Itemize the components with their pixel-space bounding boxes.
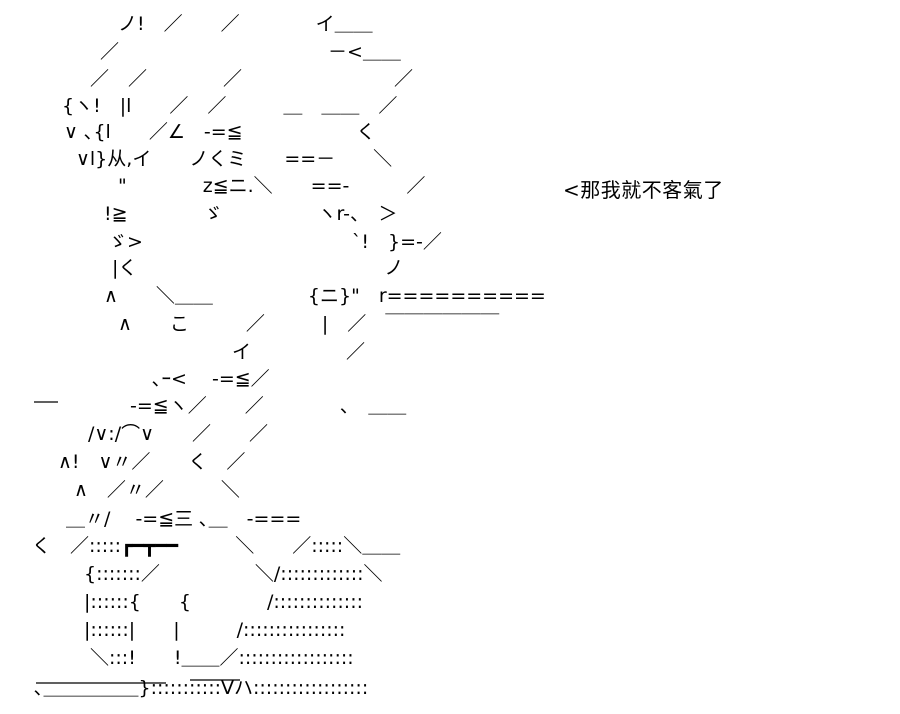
- art-line: |::::::| | /::::::::::::::::: [84, 619, 345, 641]
- art-line: |::::::{ { /::::::::::::::: [84, 591, 363, 613]
- art-line: {:::::::／ ＼/:::::::::::::＼: [84, 563, 383, 585]
- art-line: ノ! ／ ／ イ＿＿: [118, 13, 373, 35]
- art-line: ∧ ／〃／ ＼: [74, 479, 240, 501]
- art-line: ∧ こ ／ | ／ ￣￣￣￣￣￣: [118, 313, 499, 335]
- art-line: -=≦ヽ／ ／ 、 ＿＿: [130, 395, 406, 417]
- art-line: ＼:::! !＿＿／::::::::::::::::::: [90, 647, 354, 669]
- art-line: ∨l}从,イ ノくミ ==－ ＼: [76, 148, 392, 170]
- art-line: ∧! ∨〃／ く ／: [58, 451, 245, 473]
- art-line: ∧ ＼＿＿ {ニ}" r==========: [104, 285, 546, 307]
- art-line: " z≦ニ.＼ ==- ／: [118, 175, 425, 197]
- art-line: ゞ> `! }=-／: [108, 231, 442, 253]
- art-line: イ ／: [232, 341, 365, 363]
- art-line: ∨ ､{l ／∠ -=≦ く: [64, 121, 376, 143]
- art-line: !≧ ゞ ヽr-、 ＞: [104, 203, 398, 225]
- art-line: ＿〃/ -=≦三 ､＿ -===: [66, 508, 301, 530]
- speech-text: <那我就不客氣了: [563, 178, 724, 202]
- art-line: /∨:/⌒∨ ／ ／: [88, 423, 268, 445]
- art-line: ／ －<＿＿: [100, 41, 401, 63]
- art-line: {ヽ! |l ／ ／ ＿ ＿＿ ／: [62, 95, 397, 117]
- art-line: く ／:::::┏━┳━━ ＼ ／:::::＼＿＿: [32, 535, 400, 557]
- art-line: ／ ／ ／ ／: [90, 68, 413, 90]
- art-line: ､ｰ< -=≦／: [152, 368, 270, 390]
- art-line: |く ノ: [112, 257, 403, 279]
